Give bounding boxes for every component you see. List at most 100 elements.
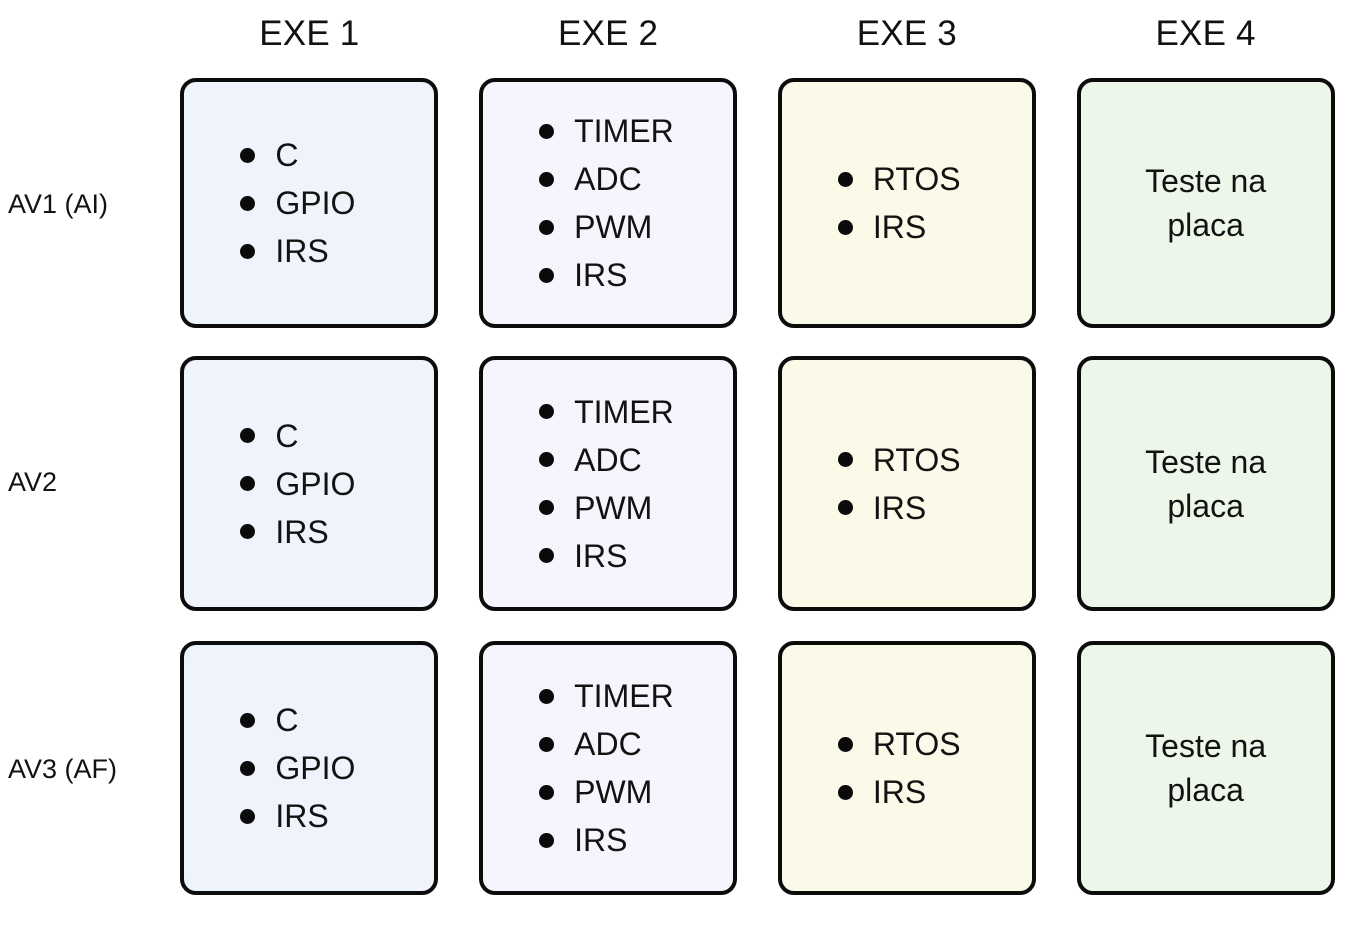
bullet-dot-icon [240,147,256,163]
bullet-dot-icon [539,500,555,515]
column-header-exe-4: EXE 4 [1155,13,1256,53]
list-item-label: IRS [574,822,628,858]
list-item-label: ADC [574,726,642,762]
list-item-label: PWM [574,209,653,245]
list-item: RTOS [837,436,1032,484]
card-text-av1-exe4: Teste na placa [1145,163,1267,243]
card-av2-exe3[interactable]: RTOS IRS [777,356,1036,611]
card-av1-exe2[interactable]: TIMER ADC PWM IRS [479,78,738,328]
list-item: ADC [539,720,733,768]
bullet-dot-icon [240,243,256,259]
bullet-dot-icon [539,123,555,139]
bullet-dot-icon [539,404,555,419]
grid-rows: AV1 (AI) C GPIO IRS [0,70,1355,915]
list-item: RTOS [837,720,1032,768]
list-item: IRS [837,203,1032,251]
bullet-dot-icon [240,712,256,728]
column-header-exe-2: EXE 2 [558,13,659,53]
list-item-label: TIMER [574,678,674,714]
list-item-label: IRS [574,537,628,574]
bullet-list-av2-exe3: RTOS IRS [782,436,1032,532]
bullet-dot-icon [240,476,256,491]
bullet-dot-icon [539,784,555,800]
bullet-dot-icon [837,171,853,187]
list-item-label: TIMER [574,113,674,149]
list-item-label: IRS [275,513,329,550]
list-item: TIMER [539,672,733,720]
list-item-label: C [275,702,299,738]
list-item: RTOS [837,155,1032,203]
card-av3-exe4[interactable]: Teste na placa [1076,641,1335,895]
list-item: C [240,696,434,744]
list-item-label: TIMER [574,393,674,430]
list-item: IRS [539,251,733,299]
bullet-dot-icon [539,688,555,704]
bullet-dot-icon [837,500,853,515]
list-item-label: PWM [574,774,653,810]
bullet-dot-icon [539,548,555,563]
list-item: ADC [539,155,733,203]
list-item: GPIO [240,744,434,792]
card-av2-exe4[interactable]: Teste na placa [1076,356,1335,611]
card-text-av3-exe4: Teste na placa [1145,728,1267,808]
cell-av1-exe4: Teste na placa [1056,70,1355,340]
bullet-list-av1-exe1: C GPIO IRS [184,131,434,275]
card-av2-exe2[interactable]: TIMER ADC PWM IRS [479,356,738,611]
card-av3-exe2[interactable]: TIMER ADC PWM IRS [479,641,738,895]
column-header-exe-1: EXE 1 [259,13,360,53]
header-corner-spacer [0,0,160,70]
grid-row-av2: AV2 C GPIO IRS [0,340,1355,625]
list-item: TIMER [539,107,733,155]
cell-av2-exe3: RTOS IRS [758,340,1057,625]
list-item-label: GPIO [275,750,356,786]
list-item: PWM [539,768,733,816]
cell-av1-exe3: RTOS IRS [758,70,1057,340]
card-av2-exe1[interactable]: C GPIO IRS [180,356,439,611]
cell-av3-exe4: Teste na placa [1056,625,1355,915]
list-item-label: GPIO [275,185,356,221]
bullet-list-av3-exe2: TIMER ADC PWM IRS [483,672,733,864]
list-item-label: IRS [275,798,329,834]
card-av1-exe4[interactable]: Teste na placa [1076,78,1335,328]
cell-av3-exe1: C GPIO IRS [160,625,459,915]
list-item: PWM [539,484,733,532]
list-item-label: RTOS [872,726,961,762]
list-item: PWM [539,203,733,251]
bullet-list-av3-exe3: RTOS IRS [782,720,1032,816]
list-item: IRS [240,508,434,556]
list-item-label: IRS [872,774,927,810]
card-text-av2-exe4: Teste na placa [1145,443,1267,524]
bullet-dot-icon [539,171,555,187]
list-item-label: C [275,417,299,454]
card-av1-exe1[interactable]: C GPIO IRS [180,78,439,328]
card-av1-exe3[interactable]: RTOS IRS [777,78,1036,328]
column-header-exe-3: EXE 3 [856,13,957,53]
column-header-row: EXE 1 EXE 2 EXE 3 EXE 4 [0,0,1355,70]
bullet-dot-icon [837,736,853,752]
list-item-label: C [275,137,299,173]
card-av3-exe3[interactable]: RTOS IRS [777,641,1036,895]
bullet-dot-icon [240,524,256,539]
bullet-dot-icon [240,808,256,824]
bullet-dot-icon [539,736,555,752]
list-item: IRS [539,816,733,864]
card-av3-exe1[interactable]: C GPIO IRS [180,641,439,895]
bullet-list-av2-exe1: C GPIO IRS [184,412,434,556]
row-label-av2: AV2 [8,466,58,497]
list-item: ADC [539,436,733,484]
bullet-dot-icon [539,832,555,848]
bullet-dot-icon [539,267,555,283]
list-item-label: IRS [872,489,927,526]
list-item: IRS [837,484,1032,532]
bullet-list-av1-exe2: TIMER ADC PWM IRS [483,107,733,299]
list-item-label: RTOS [872,161,961,197]
list-item: IRS [539,532,733,580]
cell-av1-exe1: C GPIO IRS [160,70,459,340]
list-item-label: ADC [574,161,642,197]
list-item: C [240,412,434,460]
bullet-dot-icon [837,784,853,800]
cell-av2-exe2: TIMER ADC PWM IRS [459,340,758,625]
bullet-list-av2-exe2: TIMER ADC PWM IRS [483,388,733,580]
list-item: GPIO [240,179,434,227]
